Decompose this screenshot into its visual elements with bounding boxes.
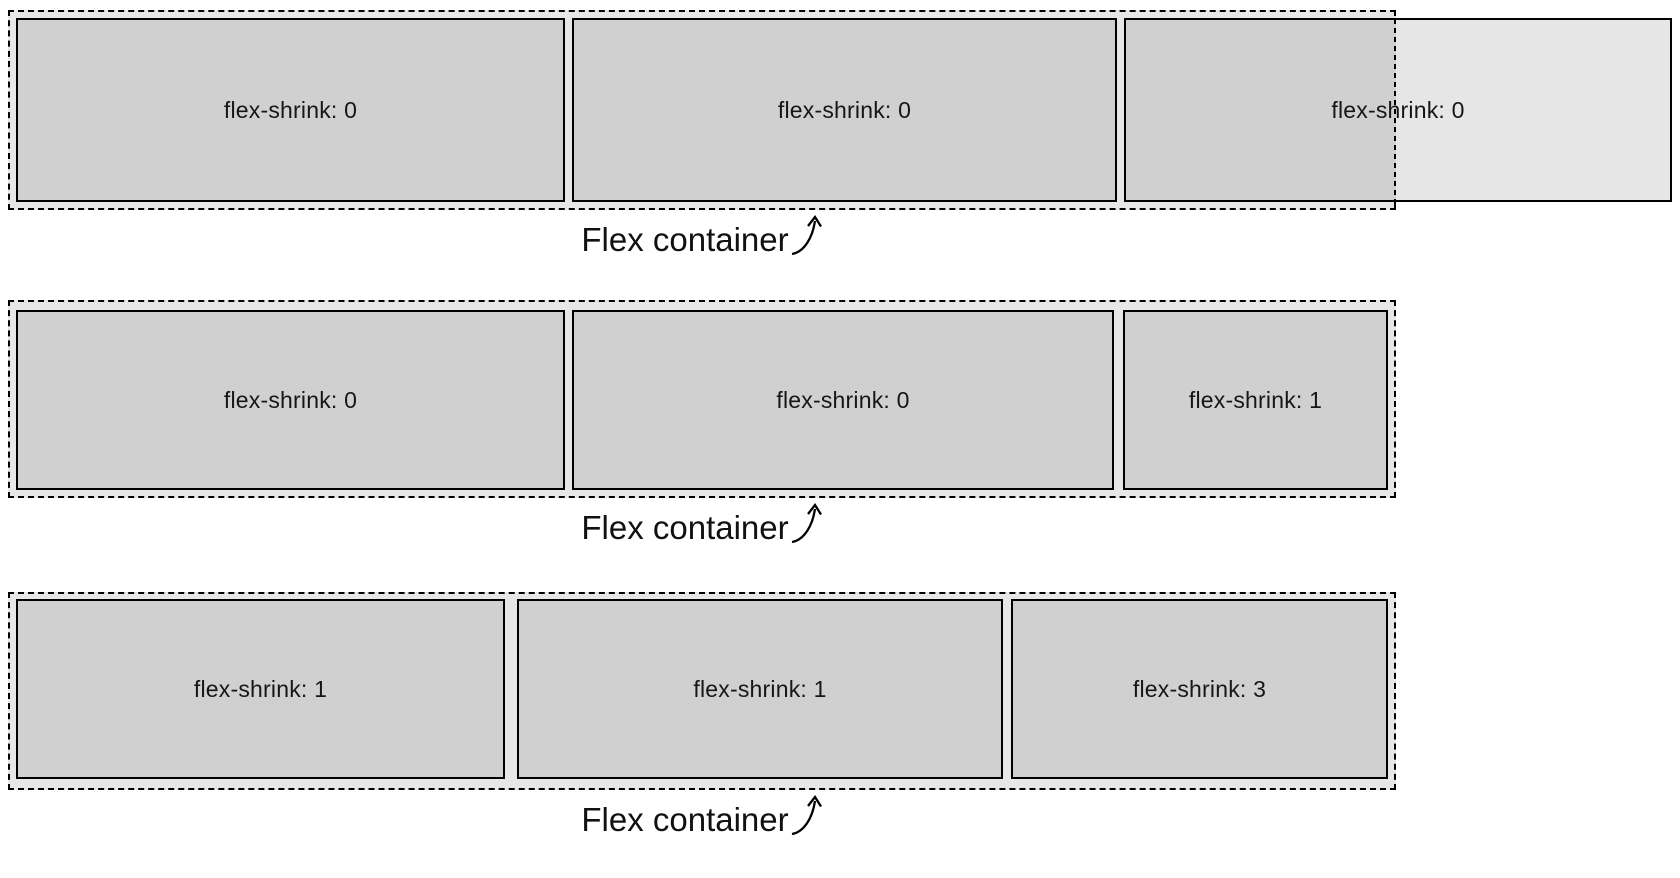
flex-item-label: flex-shrink: 3 (1132, 675, 1267, 702)
flex-item: flex-shrink: 0 (16, 310, 565, 490)
flex-item-label: flex-shrink: 0 (223, 96, 358, 123)
flex-item: flex-shrink: 1 (16, 599, 505, 779)
flex-container-caption: Flex container (8, 792, 1396, 841)
caption-text: Flex container (581, 509, 789, 546)
caption-text: Flex container (581, 221, 789, 258)
flex-item: flex-shrink: 0 (572, 18, 1117, 202)
curved-up-right-arrow-icon (791, 503, 822, 544)
caption-text: Flex container (581, 801, 789, 838)
curved-up-right-arrow-icon (791, 795, 822, 836)
flex-item-label: flex-shrink: 1 (693, 675, 827, 702)
flex-item: flex-shrink: 3 (1011, 599, 1388, 779)
flex-item-label: flex-shrink: 1 (1188, 386, 1323, 413)
flex-item: flex-shrink: 1 (517, 599, 1003, 779)
flex-container-row-2: flex-shrink: 0 flex-shrink: 0 flex-shrin… (8, 300, 1396, 498)
flex-item-overflowing: flex-shrink: 0 (1124, 18, 1672, 202)
flex-item: flex-shrink: 0 (572, 310, 1114, 490)
flex-container-row-1: flex-shrink: 0 flex-shrink: 0 flex-shrin… (8, 10, 1672, 210)
container-dashed-edge-overlay (1394, 10, 1396, 210)
flex-item: flex-shrink: 0 (16, 18, 565, 202)
flex-item-label: flex-shrink: 0 (776, 386, 910, 413)
flex-container-caption: Flex container (8, 500, 1396, 549)
flex-item-label: flex-shrink: 0 (223, 386, 358, 413)
flex-item: flex-shrink: 1 (1123, 310, 1388, 490)
flex-container-caption: Flex container (8, 212, 1396, 261)
flex-container-row-3: flex-shrink: 1 flex-shrink: 1 flex-shrin… (8, 592, 1396, 790)
curved-up-right-arrow-icon (791, 215, 822, 256)
flex-item-label: flex-shrink: 0 (777, 96, 912, 123)
flex-item-label: flex-shrink: 1 (193, 675, 328, 702)
flex-item-label: flex-shrink: 0 (1331, 96, 1465, 123)
